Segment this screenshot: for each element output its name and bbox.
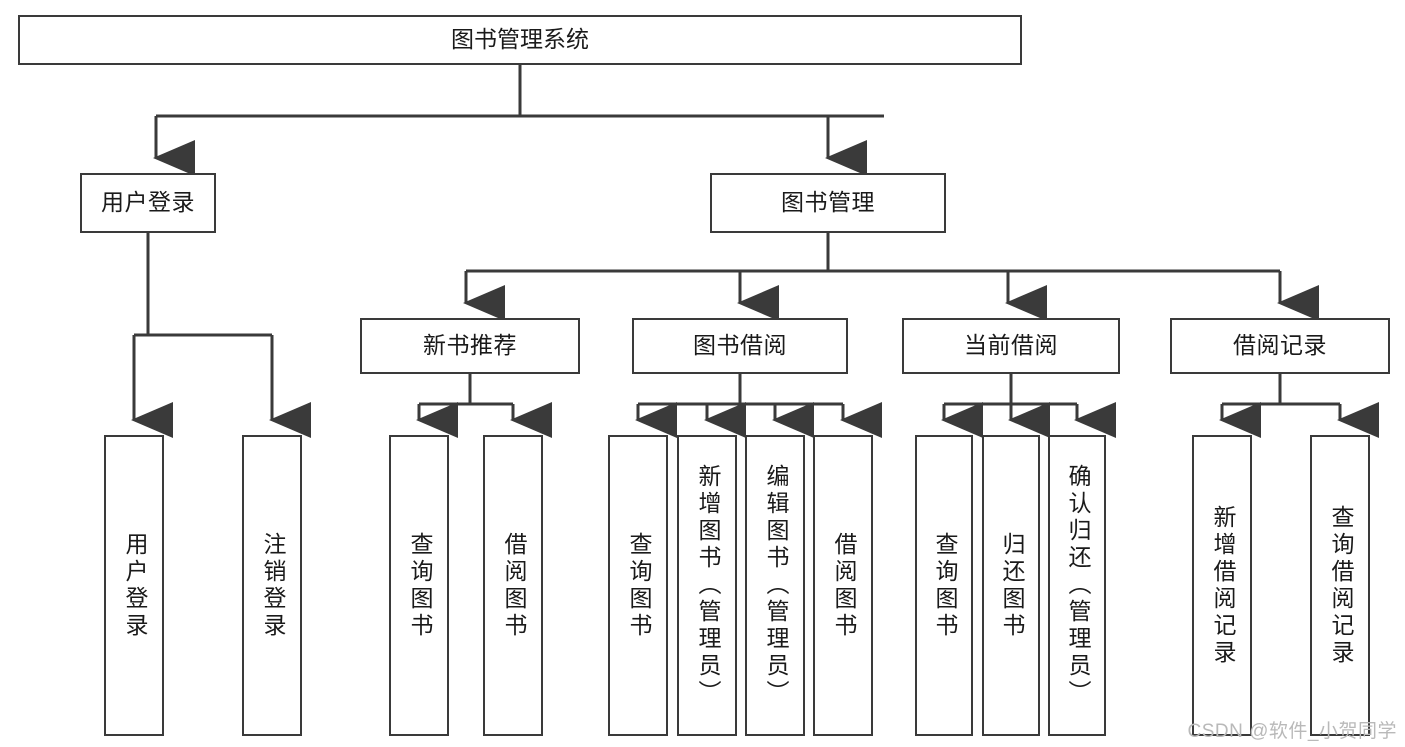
leaf-query-book-current-label: 查询图书 [931,531,958,640]
watermark: CSDN @软件_小贺同学 [1187,721,1397,742]
leaf-borrow-book-newbook-label: 借阅图书 [500,531,527,640]
leaf-add-book-admin[interactable]: 新增图书（管理员） [677,435,737,736]
leaf-logout[interactable]: 注销登录 [242,435,302,736]
node-borrow-record-label: 借阅记录 [1233,332,1327,359]
node-new-book-recommend[interactable]: 新书推荐 [360,318,580,374]
node-book-management[interactable]: 图书管理 [710,173,946,233]
leaf-return-book[interactable]: 归还图书 [982,435,1040,736]
leaf-edit-book-admin[interactable]: 编辑图书（管理员） [745,435,805,736]
node-user-login-label: 用户登录 [101,189,195,216]
leaf-query-book-borrow-label: 查询图书 [625,531,652,640]
node-root[interactable]: 图书管理系统 [18,15,1022,65]
node-new-book-recommend-label: 新书推荐 [423,332,517,359]
node-user-login[interactable]: 用户登录 [80,173,216,233]
leaf-add-book-admin-label: 新增图书（管理员） [694,464,721,707]
leaf-add-borrow-record-label: 新增借阅记录 [1209,504,1236,667]
leaf-query-book-newbook-label: 查询图书 [406,531,433,640]
leaf-query-book-newbook[interactable]: 查询图书 [389,435,449,736]
node-borrow-record[interactable]: 借阅记录 [1170,318,1390,374]
leaf-query-borrow-record-label: 查询借阅记录 [1327,504,1354,667]
leaf-confirm-return-admin-label: 确认归还（管理员） [1064,464,1091,707]
node-current-borrow-label: 当前借阅 [964,332,1058,359]
leaf-query-book-borrow[interactable]: 查询图书 [608,435,668,736]
leaf-borrow-book-newbook[interactable]: 借阅图书 [483,435,543,736]
leaf-query-book-current[interactable]: 查询图书 [915,435,973,736]
leaf-edit-book-admin-label: 编辑图书（管理员） [762,464,789,707]
node-current-borrow[interactable]: 当前借阅 [902,318,1120,374]
leaf-user-login-label: 用户登录 [121,531,148,640]
leaf-user-login[interactable]: 用户登录 [104,435,164,736]
node-book-borrow[interactable]: 图书借阅 [632,318,848,374]
leaf-return-book-label: 归还图书 [998,531,1025,640]
node-book-management-label: 图书管理 [781,189,875,216]
leaf-logout-label: 注销登录 [259,531,286,640]
leaf-add-borrow-record[interactable]: 新增借阅记录 [1192,435,1252,736]
leaf-borrow-book[interactable]: 借阅图书 [813,435,873,736]
leaf-borrow-book-label: 借阅图书 [830,531,857,640]
node-root-label: 图书管理系统 [451,26,589,53]
node-book-borrow-label: 图书借阅 [693,332,787,359]
leaf-query-borrow-record[interactable]: 查询借阅记录 [1310,435,1370,736]
leaf-confirm-return-admin[interactable]: 确认归还（管理员） [1048,435,1106,736]
